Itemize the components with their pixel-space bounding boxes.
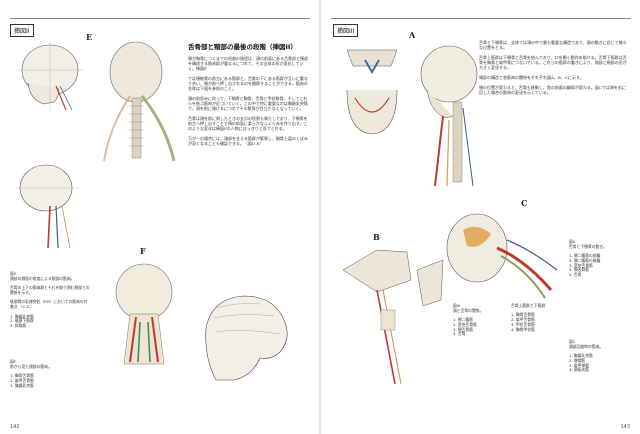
body-text: 舌骨と下顎骨は、全体では頭の中で最も重要な構造であり、頭の動きに応じて様々な位置… <box>479 40 627 95</box>
top-rule <box>10 18 310 19</box>
skull-neck-side-illustration <box>420 45 478 187</box>
neck-front-muscles-illustration <box>115 263 173 365</box>
left-page: 挿図II E F <box>0 0 319 434</box>
section-title: 舌骨部と頸部の最後の段階（挿図II） <box>188 43 297 51</box>
right-page: 挿図III A B C <box>321 0 640 434</box>
figure-label-b: B <box>373 232 380 242</box>
gutter <box>319 0 321 434</box>
body-text: 頸が胸骨につくまでの屈曲の過程は、頭の前面にある舌骨部と頸部を構成する筋肉群が重… <box>188 56 308 146</box>
head-turned-muscles-illustration <box>446 213 558 299</box>
caption-right-2: 舌骨上筋群と下筋群 1. 胸骨舌骨筋 2. 肩甲舌骨筋 3. 甲状舌骨筋 4. … <box>511 303 546 332</box>
top-rule <box>331 18 631 19</box>
head-back-spine-illustration <box>103 41 176 162</box>
caption-left-2: 図F 前から見た頸部の筋肉。 1. 胸骨舌骨筋 2. 肩甲舌骨筋 3. 胸鎖乳突… <box>10 359 52 388</box>
figure-tag: 挿図III <box>333 24 359 37</box>
jaw-hyoid-illustration <box>342 249 444 385</box>
caption-right-4: 図C 頭部回旋時の筋肉。 1. 胸鎖乳突筋 2. 僧帽筋 3. 肩甲挙筋 4. … <box>569 339 604 373</box>
figure-label-a: A <box>409 30 416 40</box>
jaw-underside-illustration <box>346 49 398 135</box>
skull-neck-profile-illustration <box>16 164 80 249</box>
caption-right-1: 図III 頭と舌骨の関係。 1. 顎二腹筋 2. 茎突舌骨筋 3. 顎舌骨筋 4… <box>453 303 484 337</box>
caption-right-3: 図A 舌骨と下顎骨の動き。 1. 顎二腹筋の前腹 2. 顎二腹筋の後腹 3. 茎… <box>569 239 607 278</box>
figure-tag: 挿図II <box>10 24 34 37</box>
caption-left-1: 図II 頭部の側面の角度による頸部の筋肉。 舌骨の上下の筋肉群とそれを取り囲む頸… <box>10 271 90 329</box>
bent-head-profile-illustration <box>205 295 288 381</box>
skull-profile-illustration <box>18 42 84 112</box>
page-number: 142 <box>10 424 20 430</box>
page-number: 143 <box>620 424 630 430</box>
figure-label-c: C <box>521 198 528 208</box>
figure-label-e: E <box>86 32 93 42</box>
figure-label-f: F <box>140 246 146 256</box>
